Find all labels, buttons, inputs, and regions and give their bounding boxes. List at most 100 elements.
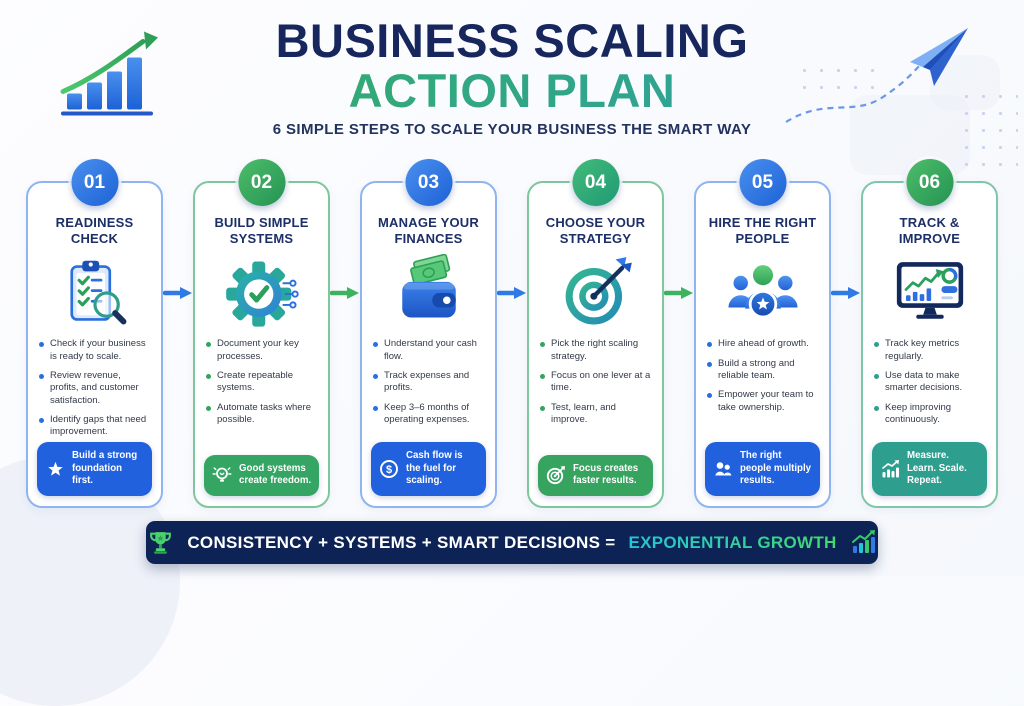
- step-card-choose-your-strategy: 04 CHOOSE YOUR STRATEGY: [527, 159, 664, 508]
- step-number: 05: [751, 171, 774, 193]
- page-subtitle: 6 SIMPLE STEPS TO SCALE YOUR BUSINESS TH…: [272, 120, 752, 138]
- step-number: 01: [83, 171, 106, 193]
- dot-grid-decor: [958, 88, 1018, 168]
- step-bullets: Track key metrics regularly. Use data to…: [863, 336, 996, 426]
- clipboard-checklist-magnifier-icon: [28, 250, 161, 336]
- infographic-root: BUSINESS SCALING ACTION PLAN 6 SIMPLE ST…: [0, 14, 1018, 706]
- bullet-dot: [707, 342, 712, 348]
- bullet-dot: [39, 373, 44, 379]
- step-bullets: Hire ahead of growth. Build a strong and…: [696, 336, 829, 414]
- target-icon: [545, 465, 567, 485]
- bullet-dot: [540, 373, 545, 379]
- step-number: 03: [417, 171, 440, 193]
- bullet-item: Create repeatable systems.: [206, 370, 318, 395]
- bullet-item: Use data to make smarter decisions.: [874, 370, 986, 395]
- bullet-item: Pick the right scaling strategy.: [540, 338, 652, 363]
- bullet-item: Focus on one lever at a time.: [540, 370, 652, 395]
- arrow-right-icon: [663, 158, 694, 508]
- analytics-monitor-icon: [863, 250, 996, 336]
- team-star-icon: [696, 250, 829, 336]
- bullet-item: Hire ahead of growth.: [707, 338, 819, 350]
- step-card-hire-the-right-people: 05 HIRE THE RIGHT PEOPLE: [694, 159, 831, 508]
- arrow-right-icon: [162, 158, 193, 508]
- step-card-build-simple-systems: 02 BUILD SIMPLE SYSTEMS: [193, 159, 330, 508]
- step-bullets: Check if your business is ready to scale…: [28, 336, 161, 438]
- mini-bar-chart-icon: [850, 529, 877, 556]
- step-title: HIRE THE RIGHT PEOPLE: [708, 215, 817, 246]
- growth-chart-icon: [879, 459, 901, 479]
- bottom-banner: CONSISTENCY + SYSTEMS + SMART DECISIONS …: [146, 521, 878, 564]
- bullet-item: Test, learn, and improve.: [540, 402, 652, 427]
- bullet-dot: [874, 405, 879, 411]
- bullet-dot: [373, 373, 378, 379]
- bullet-item: Understand your cash flow.: [373, 338, 485, 363]
- bullet-item: Identify gaps that need improvement.: [39, 414, 151, 439]
- step-callout: Focus creates faster results.: [538, 454, 653, 496]
- arrow-right-icon: [830, 158, 861, 508]
- step-bullets: Understand your cash flow. Track expense…: [362, 336, 495, 426]
- dollar-circle-icon: $: [378, 459, 400, 479]
- step-callout: The right people multiply results.: [705, 442, 820, 496]
- step-number: 06: [918, 171, 941, 193]
- bullet-dot: [874, 342, 879, 348]
- bullet-dot: [39, 342, 44, 348]
- bullet-dot: [206, 405, 211, 411]
- bullet-dot: [707, 393, 712, 399]
- step-card-readiness-check: 01 READINESS CHECK: [26, 159, 163, 508]
- step-card-manage-your-finances: 03 MANAGE YOUR FINANCES: [360, 159, 497, 508]
- lightbulb-icon: [211, 465, 233, 485]
- banner-main-text: CONSISTENCY + SYSTEMS + SMART DECISIONS …: [187, 532, 616, 552]
- bullet-dot: [206, 373, 211, 379]
- step-number: 02: [250, 171, 273, 193]
- bullet-dot: [540, 405, 545, 411]
- step-title: TRACK & IMPROVE: [898, 215, 961, 246]
- callout-text: Measure. Learn. Scale. Repeat.: [907, 450, 967, 487]
- step-callout: Good systems create freedom.: [204, 454, 319, 496]
- bullet-item: Track key metrics regularly.: [874, 338, 986, 363]
- people-icon: [712, 459, 734, 479]
- paper-plane-icon: [785, 28, 968, 123]
- step-callout: Measure. Learn. Scale. Repeat.: [872, 442, 987, 496]
- growth-bar-chart-icon: [60, 31, 158, 116]
- step-bullets: Pick the right scaling strategy. Focus o…: [529, 336, 662, 426]
- page-title-line1: BUSINESS SCALING: [275, 14, 749, 67]
- wallet-cash-icon: [362, 250, 495, 336]
- arrow-right-icon: [496, 158, 527, 508]
- step-callout: $ Cash flow is the fuel for scaling.: [371, 442, 486, 496]
- bullet-item: Build a strong and reliable team.: [707, 358, 819, 383]
- bullet-item: Check if your business is ready to scale…: [39, 338, 151, 363]
- callout-text: The right people multiply results.: [740, 450, 812, 487]
- bullet-dot: [373, 342, 378, 348]
- bullet-item: Track expenses and profits.: [373, 370, 485, 395]
- callout-text: Focus creates faster results.: [573, 462, 639, 487]
- target-dart-icon: [529, 250, 662, 336]
- gear-checkmark-icon: [195, 250, 328, 336]
- step-number-badge: 06: [906, 159, 953, 206]
- step-number-badge: 04: [572, 159, 619, 206]
- bullet-item: Empower your team to take ownership.: [707, 389, 819, 414]
- step-title: READINESS CHECK: [55, 215, 134, 246]
- svg-text:$: $: [386, 464, 392, 476]
- bullet-item: Keep improving continuously.: [874, 402, 986, 427]
- step-callout: Build a strong foundation first.: [37, 442, 152, 496]
- step-number-badge: 01: [71, 159, 118, 206]
- bullet-item: Keep 3–6 months of operating expenses.: [373, 402, 485, 427]
- bullet-dot: [707, 361, 712, 367]
- bullet-item: Review revenue, profits, and customer sa…: [39, 370, 151, 407]
- step-card-track-and-improve: 06 TRACK & IMPROVE: [861, 159, 998, 508]
- bullet-dot: [39, 417, 44, 423]
- bullet-dot: [206, 342, 211, 348]
- step-number-badge: 02: [238, 159, 285, 206]
- step-bullets: Document your key processes. Create repe…: [195, 336, 328, 426]
- bullet-dot: [373, 405, 378, 411]
- step-number: 04: [584, 171, 607, 193]
- callout-text: Cash flow is the fuel for scaling.: [406, 450, 463, 487]
- callout-text: Good systems create freedom.: [239, 462, 312, 487]
- dot-grid-decor: [796, 62, 886, 102]
- trophy-icon: [147, 529, 174, 556]
- bullet-dot: [540, 342, 545, 348]
- step-number-badge: 05: [739, 159, 786, 206]
- banner-highlight: EXPONENTIAL GROWTH: [628, 532, 837, 552]
- steps-row: 01 READINESS CHECK: [26, 158, 998, 508]
- bullet-dot: [874, 373, 879, 379]
